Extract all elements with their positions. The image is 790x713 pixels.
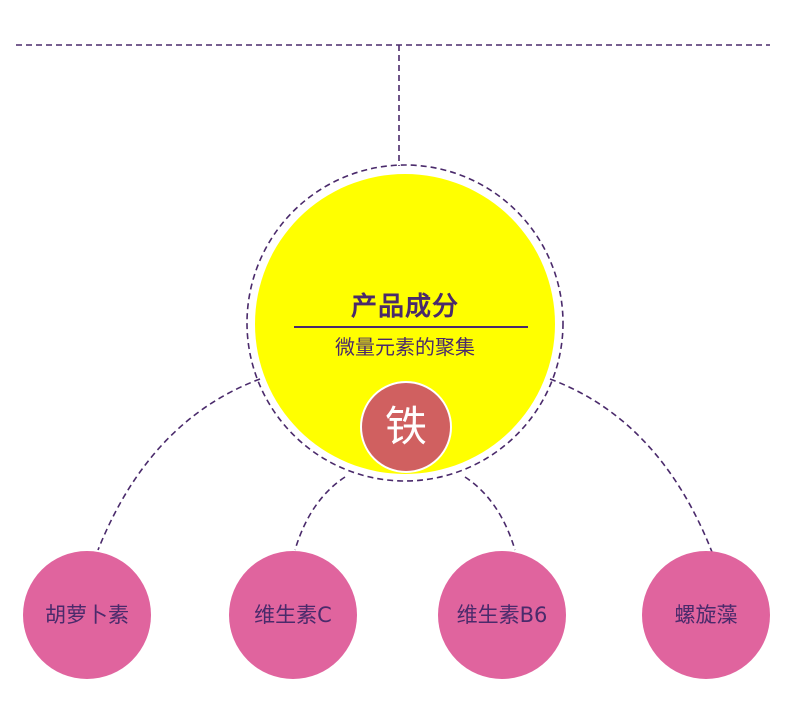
branch-line-3 bbox=[464, 476, 516, 551]
node-spirulina: 螺旋藻 bbox=[642, 551, 770, 679]
iron-circle: 铁 bbox=[360, 381, 452, 473]
title-divider bbox=[294, 326, 528, 328]
node-vitamin-b6: 维生素B6 bbox=[438, 551, 566, 679]
main-subtitle: 微量元素的聚集 bbox=[335, 335, 475, 359]
branch-line-4 bbox=[549, 378, 713, 553]
main-circle-dashed-ring bbox=[246, 164, 564, 482]
node-carotene: 胡萝卜素 bbox=[23, 551, 151, 679]
main-title: 产品成分 bbox=[350, 292, 459, 322]
branch-line-2 bbox=[294, 476, 346, 551]
branch-line-1 bbox=[97, 378, 261, 551]
node-carotene-label: 胡萝卜素 bbox=[45, 602, 129, 627]
node-vitamin-c-label: 维生素C bbox=[254, 602, 332, 627]
node-vitamin-b6-label: 维生素B6 bbox=[456, 602, 548, 627]
node-spirulina-label: 螺旋藻 bbox=[674, 602, 738, 627]
iron-label: 铁 bbox=[384, 402, 427, 451]
node-vitamin-c: 维生素C bbox=[229, 551, 357, 679]
